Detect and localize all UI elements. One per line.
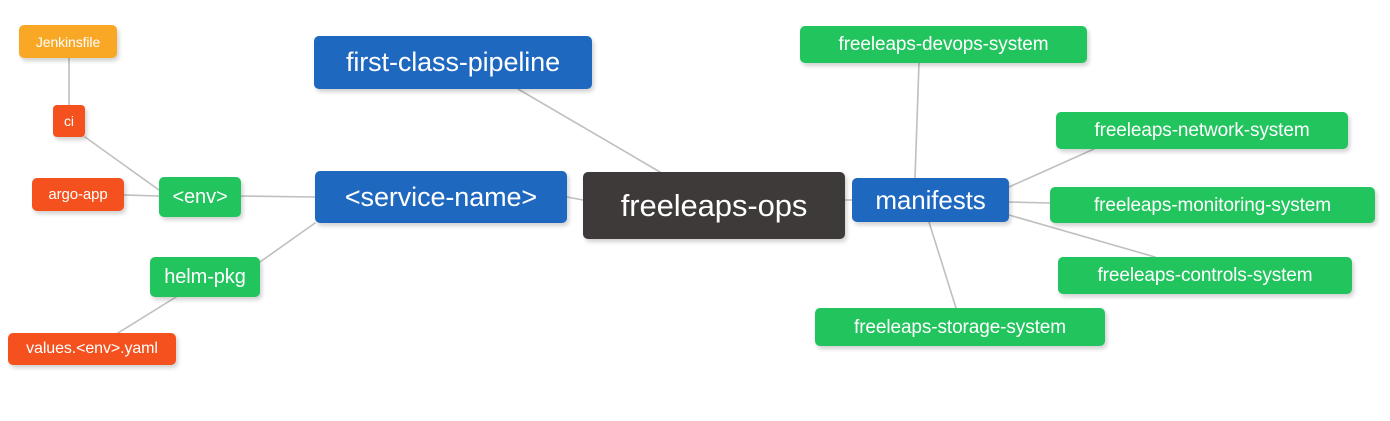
node-label-jenkinsfile: Jenkinsfile bbox=[35, 33, 101, 50]
node-freeleaps-ops[interactable]: freeleaps-ops bbox=[583, 172, 845, 239]
node-freeleaps-network-system[interactable]: freeleaps-network-system bbox=[1056, 112, 1348, 149]
node-label-values-yaml: values.<env>.yaml bbox=[26, 340, 158, 357]
node-label-freeleaps-network-system: freeleaps-network-system bbox=[1094, 120, 1310, 141]
node-label-freeleaps-ops: freeleaps-ops bbox=[620, 188, 808, 223]
node-helm-pkg[interactable]: helm-pkg bbox=[150, 257, 260, 297]
node-freeleaps-devops-system[interactable]: freeleaps-devops-system bbox=[800, 26, 1087, 63]
node-label-ci: ci bbox=[64, 113, 74, 129]
edge-argo-app-to-env bbox=[123, 194, 160, 197]
node-env[interactable]: <env> bbox=[159, 177, 241, 217]
node-label-argo-app: argo-app bbox=[48, 186, 108, 203]
edge-env-to-service-name bbox=[240, 195, 316, 198]
edge-manifests-to-freeleaps-monitoring-system bbox=[1008, 201, 1051, 204]
node-values-yaml[interactable]: values.<env>.yaml bbox=[8, 333, 176, 365]
node-label-service-name: <service-name> bbox=[344, 181, 538, 212]
node-freeleaps-controls-system[interactable]: freeleaps-controls-system bbox=[1058, 257, 1352, 294]
node-manifests[interactable]: manifests bbox=[852, 178, 1009, 222]
edge-manifests-to-freeleaps-storage-system bbox=[928, 221, 957, 309]
node-first-class-pipeline[interactable]: first-class-pipeline bbox=[314, 36, 592, 89]
node-label-freeleaps-devops-system: freeleaps-devops-system bbox=[838, 34, 1049, 55]
edge-service-name-to-freeleaps-ops bbox=[566, 196, 584, 201]
node-label-manifests: manifests bbox=[875, 185, 986, 215]
edge-manifests-to-freeleaps-network-system bbox=[1008, 148, 1095, 188]
node-label-helm-pkg: helm-pkg bbox=[164, 266, 246, 288]
node-label-env: <env> bbox=[172, 186, 228, 208]
node-service-name[interactable]: <service-name> bbox=[315, 171, 567, 223]
edge-helm-pkg-to-values-yaml bbox=[117, 296, 177, 334]
node-jenkinsfile[interactable]: Jenkinsfile bbox=[19, 25, 117, 58]
node-freeleaps-storage-system[interactable]: freeleaps-storage-system bbox=[815, 308, 1105, 346]
node-label-freeleaps-storage-system: freeleaps-storage-system bbox=[854, 316, 1066, 338]
node-label-first-class-pipeline: first-class-pipeline bbox=[345, 47, 561, 77]
node-ci[interactable]: ci bbox=[53, 105, 85, 137]
node-argo-app[interactable]: argo-app bbox=[32, 178, 124, 211]
node-label-freeleaps-controls-system: freeleaps-controls-system bbox=[1097, 265, 1313, 286]
node-freeleaps-monitoring-system[interactable]: freeleaps-monitoring-system bbox=[1050, 187, 1375, 223]
edge-manifests-to-freeleaps-devops-system bbox=[914, 62, 920, 179]
edge-first-class-pipeline-to-freeleaps-ops bbox=[517, 88, 661, 173]
edge-service-name-to-helm-pkg bbox=[259, 222, 316, 263]
node-label-freeleaps-monitoring-system: freeleaps-monitoring-system bbox=[1094, 194, 1331, 216]
